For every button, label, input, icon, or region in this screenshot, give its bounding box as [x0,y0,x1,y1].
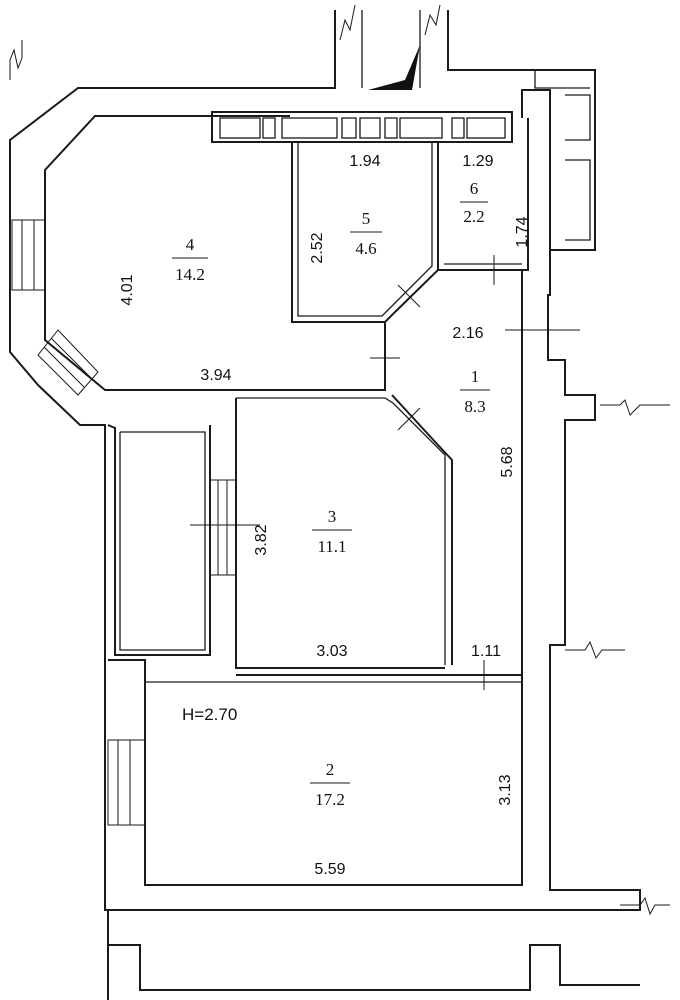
door-ticks [190,255,580,690]
room-4-label: 4 14.2 [172,235,208,284]
break-mark-top2 [424,4,441,36]
loggia-inner [119,431,206,651]
outer-wall-east [108,250,641,911]
cabinet-3 [281,117,338,139]
room-3-number: 3 [328,507,337,526]
room-1-number: 1 [471,367,480,386]
entrance-door-leaf [368,45,420,90]
door-tick-room3 [397,407,421,431]
room-3-area: 11.1 [317,537,346,556]
dim-room5-width: 1.94 [349,153,380,170]
room-5-area: 4.6 [355,239,376,258]
cabinet-8 [451,117,465,139]
window-room3-west [209,479,237,576]
dim-room4-height: 4.01 [119,274,136,305]
ceiling-height: H=2.70 [182,705,237,724]
door-tick-room5 [397,284,421,308]
inner-wall-room4 [44,115,290,391]
room-5-label: 5 4.6 [350,209,382,258]
room-4-number: 4 [186,235,195,254]
room5-west-wall [291,142,439,323]
room-1-area: 8.3 [464,397,485,416]
room4-south-wall-inner [236,397,446,665]
room-2-number: 2 [326,760,335,779]
room-2-label: 2 17.2 [310,760,350,809]
outer-wall-south [108,944,640,991]
cabinet-7 [399,117,443,139]
cabinet-2 [262,117,276,139]
inner-wall-east [144,118,529,886]
interior-walls [107,142,528,683]
window-room4-west [11,219,46,291]
cabinet-5 [359,117,381,139]
room-6-number: 6 [470,179,479,198]
window-room4-southwest [37,329,99,396]
cabinet-1 [219,117,261,139]
dimension-labels: 1.94 1.29 2.52 1.74 4.01 3.94 2.16 5.68 … [119,153,531,878]
room3-east-wall [391,394,453,665]
windows [11,219,237,826]
break-mark-south [620,896,670,916]
break-mark-east2 [565,640,625,660]
dim-room1-width: 2.16 [452,325,483,342]
east-stub-frame [534,70,590,89]
loggia-outline [107,424,211,656]
room-5-number: 5 [362,209,371,228]
dim-room2-width: 5.59 [314,861,345,878]
dim-room1-height: 5.68 [499,446,516,477]
window-room2-west [107,739,146,826]
room-labels: 4 14.2 5 4.6 6 2.2 1 8.3 3 11.1 2 17.2 [172,179,490,809]
room-2-area: 17.2 [315,790,345,809]
room-3-label: 3 11.1 [312,507,352,556]
exterior-walls [9,4,670,1000]
dim-room4-width: 3.94 [200,367,231,384]
dim-room6-height: 1.74 [514,216,531,247]
room-6-label: 6 2.2 [460,179,488,226]
cabinet-row-frame [211,111,513,143]
outer-wall-west [9,10,336,1000]
dim-room3-height: 3.82 [253,524,270,555]
north-cabinets [211,111,513,143]
break-mark-topleft [9,40,23,80]
cabinet-9 [466,117,506,139]
dim-room3-width: 3.03 [316,643,347,660]
room-4-area: 14.2 [175,265,205,284]
break-mark-east1 [600,399,670,416]
outer-wall-north-east [447,10,596,251]
loggia-link [108,659,146,682]
room4-south-wall [210,322,386,391]
room5-west-wall-inner [297,142,433,317]
east-stub-mid [565,159,591,241]
room-1-label: 1 8.3 [460,367,490,416]
east-stub-top [565,94,591,141]
cabinet-4 [341,117,357,139]
dim-room5-height: 2.52 [309,232,326,263]
cabinet-6 [384,117,398,139]
room-6-area: 2.2 [463,207,484,226]
dim-room2-height: 3.13 [497,774,514,805]
break-mark-top1 [339,4,356,41]
dim-room6-width: 1.29 [462,153,493,170]
dim-corridor-width: 1.11 [471,643,501,660]
